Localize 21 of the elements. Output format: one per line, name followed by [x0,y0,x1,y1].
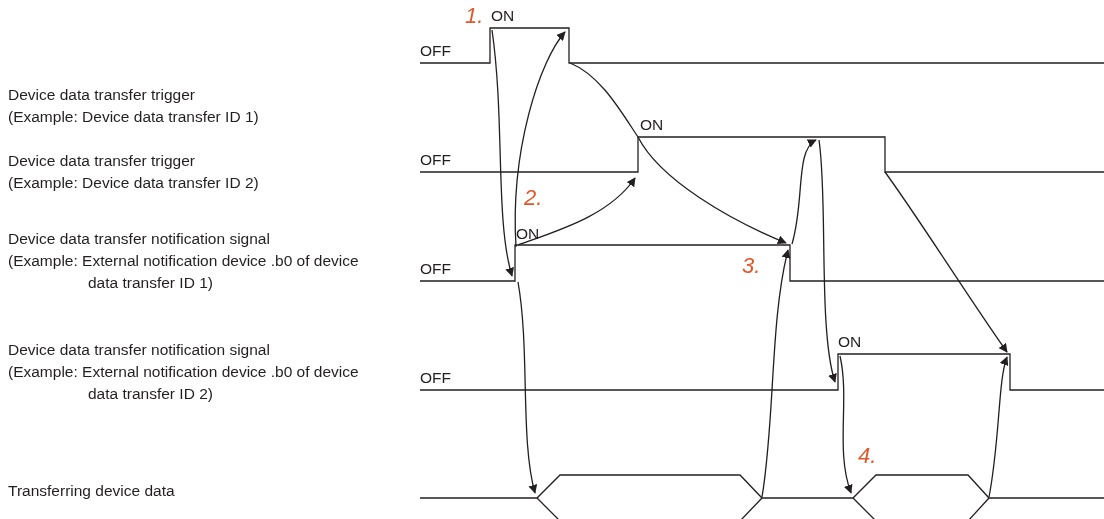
step-number: 4. [858,444,877,468]
state-label: OFF [420,368,451,388]
signal-example: (Example: Device data transfer ID 1) [8,107,259,127]
state-label: ON [516,224,540,244]
step-number: 3. [742,254,761,278]
signal-name: Transferring device data [8,481,175,501]
state-label: OFF [420,41,451,61]
signal-example: (Example: Device data transfer ID 2) [8,173,259,193]
signal-example: (Example: External notification device .b0 of device data transfer ID 1) [8,251,360,293]
signal-name: Device data transfer trigger [8,151,195,171]
signal-name: Device data transfer notification signal [8,229,270,249]
signal-example: (Example: External notification device .b0 of device data transfer ID 2) [8,362,360,404]
state-label: ON [838,332,862,352]
state-label: ON [491,6,515,26]
signal-name: Device data transfer trigger [8,85,195,105]
state-label: ON [640,115,664,135]
state-label: OFF [420,259,451,279]
step-number: 2. [524,186,543,210]
state-label: OFF [420,150,451,170]
step-number: 1. [465,4,484,28]
signal-name: Device data transfer notification signal [8,340,270,360]
